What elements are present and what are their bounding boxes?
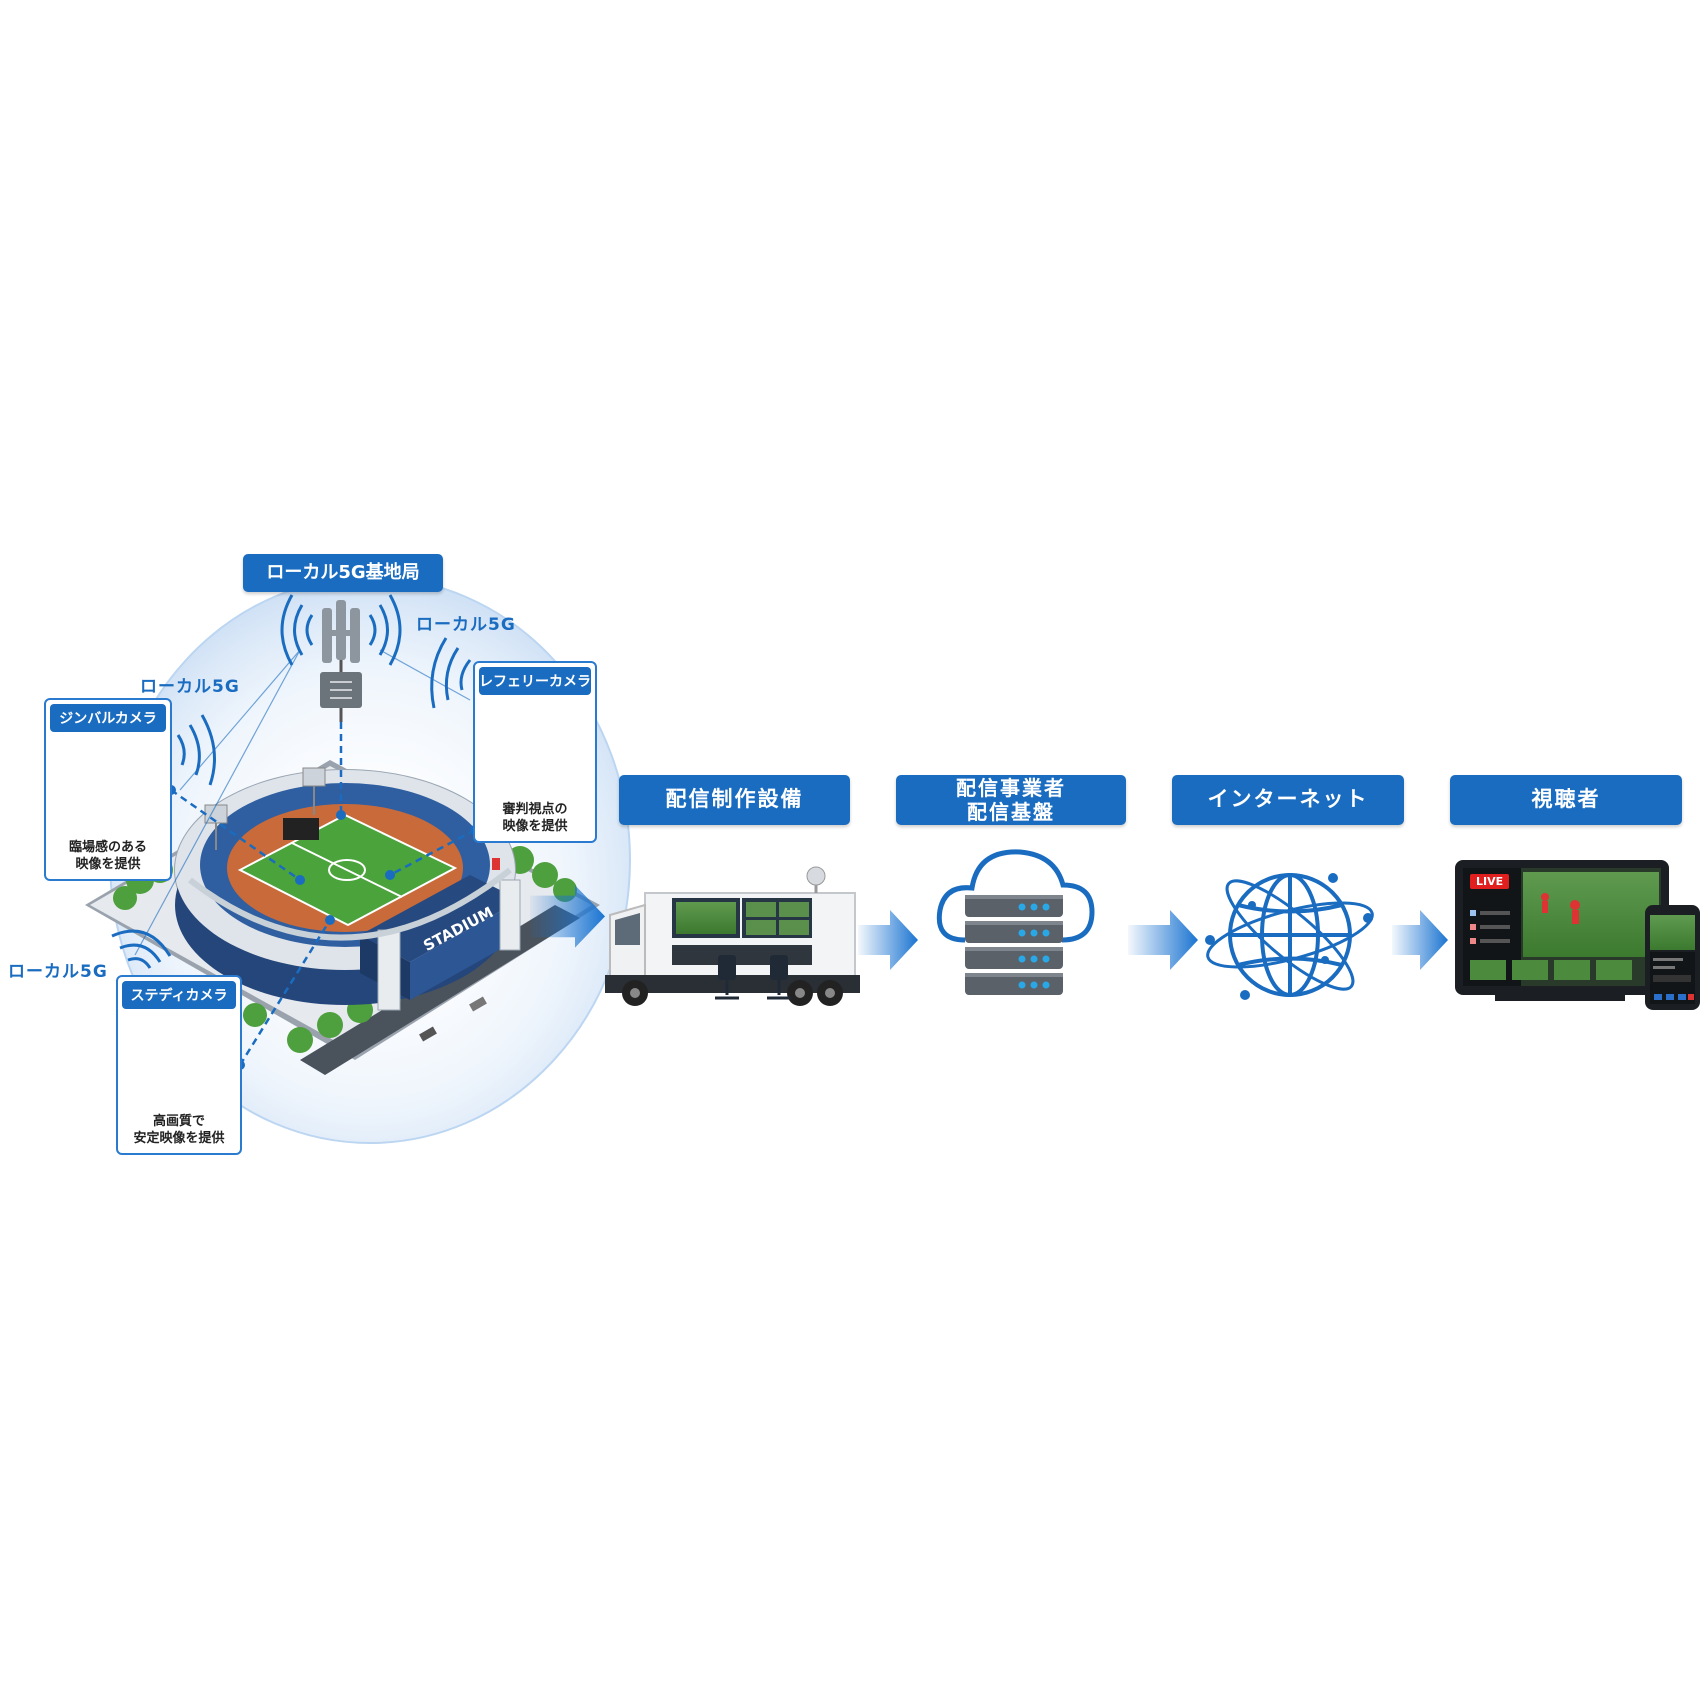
gimbal-camera-card: ジンバルカメラ 臨場感のある 映像を提供: [44, 698, 172, 881]
referee-camera-desc: 審判視点の 映像を提供: [475, 801, 595, 835]
gimbal-camera-desc-line2: 映像を提供: [46, 856, 170, 873]
ob-van-icon: [605, 867, 860, 1006]
flow-header-platform: 配信事業者 配信基盤: [896, 775, 1126, 825]
steady-camera-card: ステディカメラ 高画質で 安定映像を提供: [116, 975, 242, 1155]
flow-header-production-text: 配信制作設備: [666, 787, 804, 812]
local5g-label-left: ローカル5G: [140, 672, 240, 697]
cloud-server-icon: [939, 852, 1092, 995]
flow-header-platform-line2: 配信基盤: [967, 800, 1055, 824]
globe-network-icon: [1202, 867, 1379, 1004]
steady-camera-desc: 高画質で 安定映像を提供: [118, 1113, 240, 1147]
flow-header-viewers: 視聴者: [1450, 775, 1682, 825]
referee-camera-title: レフェリーカメラ: [479, 667, 591, 695]
gimbal-camera-title: ジンバルカメラ: [50, 704, 166, 732]
live-badge: LIVE: [1470, 874, 1509, 889]
steady-camera-desc-line1: 高画質で: [118, 1113, 240, 1130]
flow-header-production: 配信制作設備: [619, 775, 850, 825]
flow-arrow-2: [858, 910, 918, 970]
base-station-antenna: [320, 600, 362, 722]
steady-camera-desc-line2: 安定映像を提供: [118, 1130, 240, 1147]
base-station-label: ローカル5G基地局: [243, 554, 443, 592]
flow-header-internet: インターネット: [1172, 775, 1404, 825]
steady-camera-title: ステディカメラ: [122, 981, 236, 1009]
flow-arrow-3: [1128, 910, 1198, 970]
local5g-label-bottom: ローカル5G: [8, 957, 108, 982]
gimbal-camera-desc: 臨場感のある 映像を提供: [46, 839, 170, 873]
referee-camera-card: レフェリーカメラ 審判視点の 映像を提供: [473, 661, 597, 843]
referee-camera-desc-line1: 審判視点の: [475, 801, 595, 818]
flow-header-viewers-text: 視聴者: [1532, 787, 1601, 812]
scoreboard: [283, 818, 319, 840]
referee-camera-desc-line2: 映像を提供: [475, 818, 595, 835]
flow-header-platform-line1: 配信事業者: [956, 776, 1066, 800]
flow-arrow-4: [1392, 910, 1448, 970]
flow-header-internet-text: インターネット: [1208, 787, 1369, 812]
gimbal-camera-desc-line1: 臨場感のある: [46, 839, 170, 856]
local5g-label-right: ローカル5G: [416, 610, 516, 635]
